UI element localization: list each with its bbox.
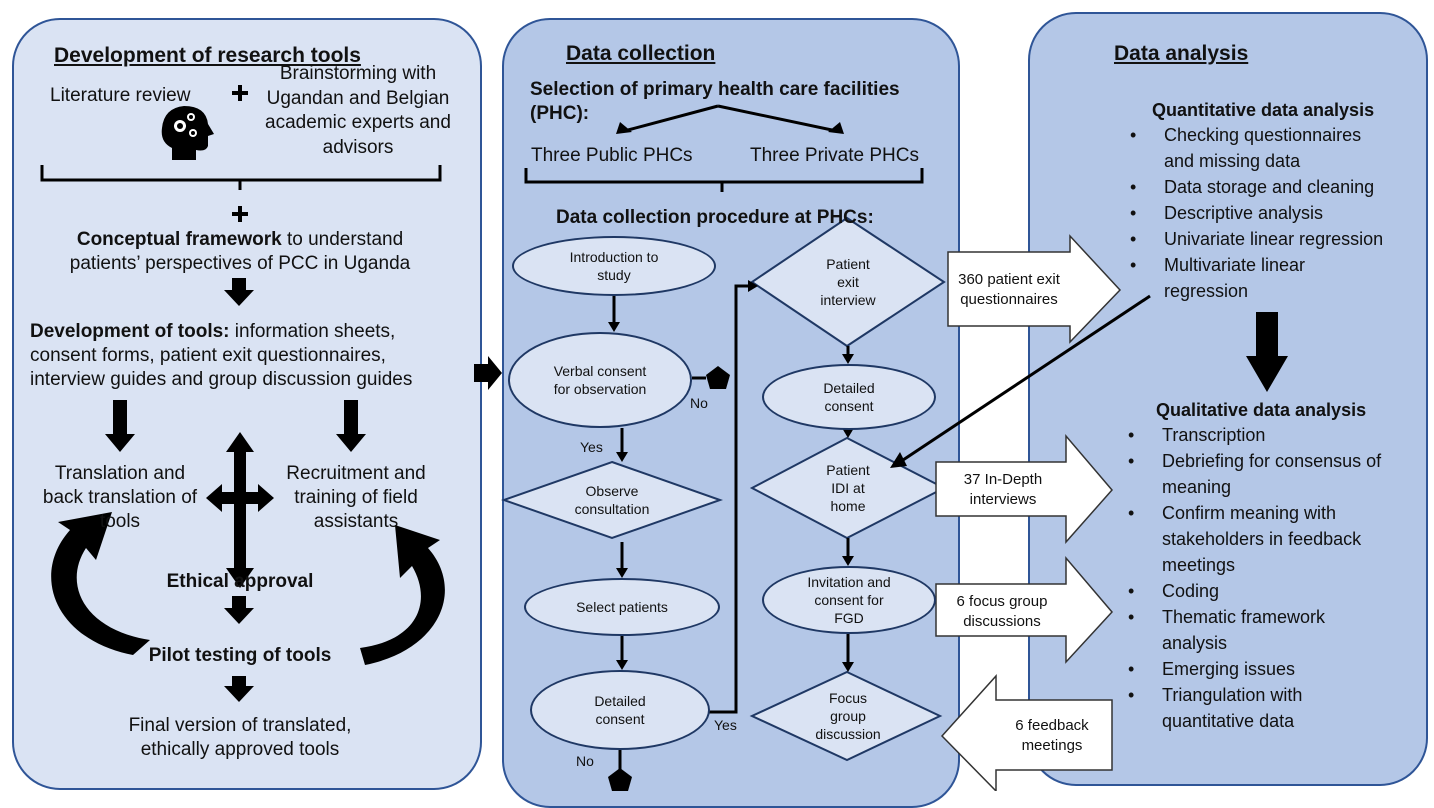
final-version: Final version of translated, ethically a… <box>128 715 352 760</box>
observe-diamond <box>500 460 724 540</box>
four-way-arrow <box>206 432 274 588</box>
literature-review: Literature review <box>50 85 191 106</box>
brace-tools <box>40 165 442 190</box>
block-arrow-fgd <box>935 555 1114 664</box>
qual-item: Emerging issues <box>1128 656 1381 682</box>
yes-label-2: Yes <box>714 717 737 733</box>
focus-diamond <box>749 670 943 762</box>
quant-item: Univariate linear regression <box>1130 226 1383 252</box>
brain-gears-icon <box>161 106 214 160</box>
collection-heading: Data collection <box>566 42 716 65</box>
stop-pentagon-2 <box>608 768 632 791</box>
ethical-approval: Ethical approval <box>166 571 314 592</box>
brainstorm-text: Brainstorming with Ugandan and Belgian a… <box>265 63 451 158</box>
qual-list: Transcription Debriefing for consensus o… <box>1128 422 1381 734</box>
flow-arrowheads <box>608 280 854 672</box>
quant-item: Descriptive analysis <box>1130 200 1383 226</box>
qual-item: Coding <box>1128 578 1381 604</box>
qual-item: Transcription <box>1128 422 1381 448</box>
development-of-tools: Development of tools: information sheets… <box>30 321 413 390</box>
curved-arrow-right <box>360 525 445 665</box>
recruitment-text: Recruitment and training of field assist… <box>286 463 426 532</box>
block-arrow-exit <box>947 234 1122 344</box>
private-phcs: Three Private PHCs <box>750 145 919 166</box>
conceptual-framework: Conceptual framework to understand patie… <box>69 229 411 274</box>
panel-arrow-tools-to-collection <box>474 356 502 390</box>
down-arrows-tools <box>105 278 366 702</box>
tools-heading: Development of research tools <box>54 44 361 67</box>
procedure-heading: Data collection procedure at PHCs: <box>556 207 874 228</box>
quant-item: Data storage and cleaning <box>1130 174 1383 200</box>
block-arrow-indepth <box>935 433 1113 544</box>
translation-text: Translation and back translation of tool… <box>42 463 198 532</box>
tools-panel <box>12 18 482 790</box>
selection-arrows <box>627 104 833 132</box>
down-arrow-analysis <box>1246 312 1288 392</box>
brace-phc <box>524 168 924 192</box>
link-arrow-line <box>899 294 1151 464</box>
qual-title: Qualitative data analysis <box>1156 400 1367 420</box>
no-label-1: No <box>690 395 708 411</box>
plus-icon-1 <box>232 85 248 101</box>
pilot-testing: Pilot testing of tools <box>148 645 332 666</box>
public-phcs: Three Public PHCs <box>531 145 693 166</box>
no-label-2: No <box>576 753 594 769</box>
yes-label-1: Yes <box>580 439 603 455</box>
selection-text: Selection of primary health care facilit… <box>530 79 900 124</box>
stop-pentagon-1 <box>706 366 730 389</box>
analysis-heading: Data analysis <box>1114 42 1249 65</box>
curved-arrow-left <box>51 512 150 655</box>
select-patients-ellipse: Select patients <box>524 578 720 636</box>
block-arrow-feedback <box>940 674 1113 791</box>
diagram-graphics <box>40 85 1288 791</box>
plus-icon-2 <box>232 206 248 222</box>
quant-title: Quantitative data analysis <box>1152 100 1375 120</box>
